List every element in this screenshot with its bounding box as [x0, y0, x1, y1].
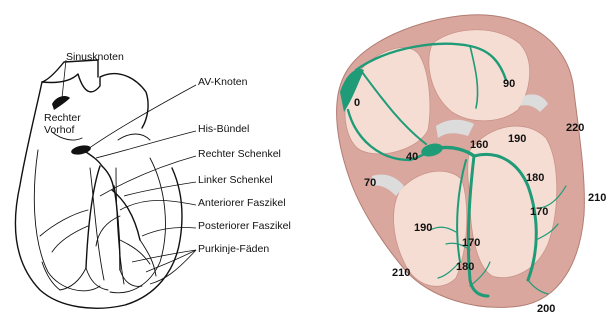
left-bundle-branch	[102, 166, 114, 190]
time-lv-base: 190	[508, 133, 526, 145]
time-av-node: 40	[406, 151, 418, 163]
label-rechter-schenkel: Rechter Schenkel	[198, 148, 281, 160]
right-bundle-branch	[86, 166, 100, 268]
time-lv-outer-right: 210	[588, 192, 606, 204]
label-rechter-vorhof-2: Vorhof	[44, 124, 74, 136]
label-linker-schenkel: Linker Schenkel	[198, 174, 273, 186]
label-anteriorer-faszikel: Anteriorer Faszikel	[198, 197, 286, 209]
time-apex-outer: 200	[537, 303, 555, 315]
time-his: 160	[470, 139, 488, 151]
time-lv-apex-region: 170	[530, 206, 548, 218]
label-posteriorer-faszikel: Posteriorer Faszikel	[198, 220, 291, 232]
right-heart-color: 0 90 220 190 160 40 180 210 70 170 190 1…	[337, 15, 607, 315]
his-bundle-shape	[86, 152, 102, 166]
heart-outline	[15, 74, 182, 309]
time-sinus-node: 0	[354, 97, 360, 109]
time-lv-outer-top: 220	[566, 122, 584, 134]
purkinje-fibres	[40, 210, 156, 290]
label-sinusknoten: Sinusknoten	[66, 51, 124, 63]
anterior-fascicle	[114, 186, 120, 270]
time-lv-mid: 180	[526, 172, 544, 184]
time-rv-low: 180	[456, 261, 474, 273]
time-rv-outer: 210	[392, 267, 410, 279]
left-heart-drawing: Sinusknoten Rechter Vorhof AV-Knoten His…	[15, 51, 290, 308]
time-rv-apex: 170	[462, 237, 480, 249]
label-purkinje-faeden: Purkinje-Fäden	[198, 243, 269, 255]
label-rechter-vorhof-1: Rechter	[44, 112, 81, 124]
time-rv-mid: 190	[414, 222, 432, 234]
time-right-atrium-base: 70	[364, 177, 376, 189]
label-leaders	[62, 60, 196, 284]
sinus-node-shape	[52, 96, 70, 110]
label-av-knoten: AV-Knoten	[198, 76, 248, 88]
time-left-atrium: 90	[503, 78, 515, 90]
label-his-buendel: His-Bündel	[198, 123, 249, 135]
